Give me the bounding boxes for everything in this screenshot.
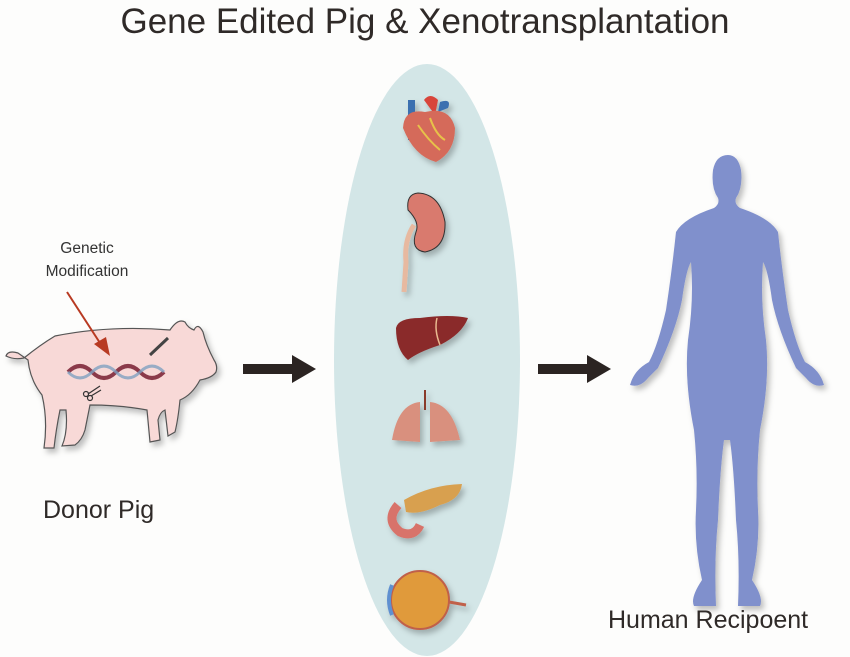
organ-panel <box>334 64 520 656</box>
annotation-arrowhead <box>94 337 110 356</box>
diagram-title: Gene Edited Pig & Xenotransplantation <box>120 2 730 41</box>
lungs-icon <box>392 390 460 442</box>
human-recipient-label: Human Recipoent <box>608 606 809 634</box>
pig-illustration <box>5 320 218 449</box>
annotation-line-2: Modification <box>45 263 129 280</box>
pancreas-icon <box>387 484 462 539</box>
eye-icon <box>387 570 467 630</box>
dna-helix-icon <box>66 364 166 380</box>
arrow-organs-to-human <box>538 355 611 383</box>
scissors-icon <box>82 385 102 402</box>
kidney-icon <box>401 192 446 293</box>
heart-icon <box>403 96 455 162</box>
donor-pig-label: Donor Pig <box>43 496 155 524</box>
arrow-pig-to-organs <box>243 355 316 383</box>
scalpel-icon <box>148 336 170 357</box>
genetic-modification-label: Genetic Modification <box>22 237 152 283</box>
human-figure <box>630 155 824 606</box>
liver-icon <box>396 316 468 360</box>
annotation-line-1: Genetic <box>60 240 114 257</box>
annotation-arrow <box>66 291 101 344</box>
